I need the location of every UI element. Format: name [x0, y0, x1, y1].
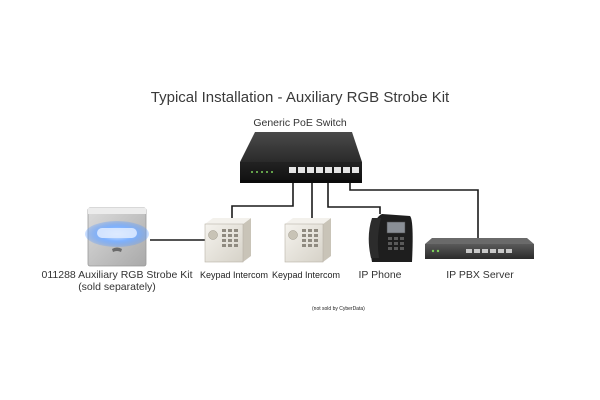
keypad-intercom-1	[204, 218, 251, 263]
keypad-key	[234, 244, 238, 247]
keypad-key	[234, 239, 238, 242]
keypad-intercom-2	[284, 218, 331, 263]
phone-key	[388, 242, 392, 245]
intercom-1-side	[243, 218, 251, 262]
switch-port	[307, 167, 314, 173]
ip-phone	[368, 214, 413, 262]
switch-port	[325, 167, 332, 173]
poe-switch-bottom-edge	[240, 180, 362, 183]
keypad-intercom-2-label: Keypad Intercom	[271, 270, 341, 280]
intercom-1-speaker	[208, 230, 218, 240]
phone-key	[400, 237, 404, 240]
intercom-2-speaker	[288, 230, 298, 240]
network-cables	[150, 183, 479, 241]
switch-port	[316, 167, 323, 173]
keypad-key	[222, 244, 226, 247]
pbx-port	[474, 249, 480, 253]
keypad-key	[222, 234, 226, 237]
switch-port	[343, 167, 350, 173]
intercom-2-top	[285, 218, 331, 224]
footnote: (not sold by CyberData)	[312, 306, 365, 312]
keypad-key	[234, 234, 238, 237]
keypad-key	[228, 239, 232, 242]
switch-led	[271, 171, 273, 173]
keypad-key	[302, 239, 306, 242]
poe-switch-leds	[251, 171, 273, 173]
switch-port	[352, 167, 359, 173]
phone-key	[400, 242, 404, 245]
cable-to-ip-phone	[327, 183, 381, 214]
keypad-intercom-1-label: Keypad Intercom	[199, 270, 269, 280]
pbx-top	[425, 238, 534, 244]
ip-phone-keys	[388, 237, 404, 250]
ip-pbx-server	[425, 238, 534, 259]
strobe-kit	[85, 207, 149, 267]
keypad-key	[314, 234, 318, 237]
keypad-key	[222, 229, 226, 232]
keypad-key	[308, 244, 312, 247]
phone-key	[394, 242, 398, 245]
keypad-key	[234, 229, 238, 232]
pbx-port	[506, 249, 512, 253]
ip-phone-handset	[368, 218, 381, 258]
keypad-key	[314, 229, 318, 232]
keypad-key	[314, 244, 318, 247]
poe-switch-ports	[289, 167, 359, 173]
intercom-2-keypad	[302, 229, 318, 247]
keypad-key	[314, 239, 318, 242]
phone-key	[388, 237, 392, 240]
cable-to-pbx-server	[349, 183, 479, 238]
keypad-key	[308, 234, 312, 237]
switch-led	[266, 171, 268, 173]
keypad-key	[228, 229, 232, 232]
phone-emblem-icon	[112, 247, 122, 252]
switch-led	[251, 171, 253, 173]
keypad-key	[302, 229, 306, 232]
phone-key	[400, 247, 404, 250]
phone-key	[388, 247, 392, 250]
keypad-key	[308, 239, 312, 242]
pbx-led	[436, 249, 440, 253]
poe-switch	[240, 132, 362, 183]
ip-phone-label: IP Phone	[358, 269, 402, 281]
phone-key	[394, 247, 398, 250]
keypad-key	[222, 239, 226, 242]
pbx-port	[482, 249, 488, 253]
pbx-ports	[466, 249, 512, 253]
keypad-key	[308, 229, 312, 232]
strobe-kit-label-line2: (sold separately)	[78, 281, 156, 293]
diagram-title: Typical Installation - Auxiliary RGB Str…	[150, 89, 450, 106]
pbx-port	[490, 249, 496, 253]
strobe-kit-top-face	[88, 208, 146, 214]
pbx-led	[431, 249, 435, 253]
keypad-key	[228, 244, 232, 247]
keypad-key	[228, 234, 232, 237]
intercom-1-keypad	[222, 229, 238, 247]
strobe-kit-label-line1: 011288 Auxiliary RGB Strobe Kit	[41, 269, 193, 281]
keypad-key	[302, 244, 306, 247]
pbx-port	[466, 249, 472, 253]
poe-switch-top	[240, 132, 362, 162]
switch-led	[256, 171, 258, 173]
switch-port	[289, 167, 296, 173]
keypad-key	[302, 234, 306, 237]
switch-port	[298, 167, 305, 173]
switch-port	[334, 167, 341, 173]
ip-pbx-server-label: IP PBX Server	[446, 269, 514, 281]
intercom-1-top	[205, 218, 251, 224]
strobe-kit-label: 011288 Auxiliary RGB Strobe Kit (sold se…	[40, 269, 194, 293]
switch-led	[261, 171, 263, 173]
intercom-2-side	[323, 218, 331, 262]
ip-phone-screen	[386, 221, 406, 234]
poe-switch-label: Generic PoE Switch	[253, 117, 347, 129]
strobe-light-bar	[97, 228, 137, 238]
pbx-port	[498, 249, 504, 253]
cable-to-intercom-1	[231, 183, 294, 222]
phone-key	[394, 237, 398, 240]
